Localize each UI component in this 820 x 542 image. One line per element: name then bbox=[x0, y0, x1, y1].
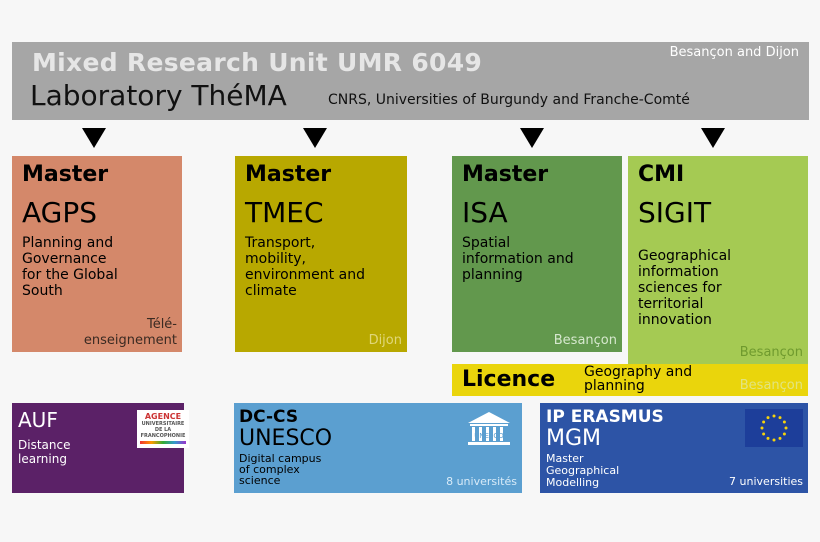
program-location: Dijon bbox=[368, 333, 402, 348]
program-location: Besançon bbox=[739, 378, 803, 393]
partner-kind: DC-CS bbox=[239, 407, 299, 427]
arrow-down-icon bbox=[520, 128, 544, 148]
arrow-down-icon bbox=[82, 128, 106, 148]
program-code: ISA bbox=[462, 196, 508, 229]
location-text: Besançon and Dijon bbox=[669, 45, 799, 60]
svg-text:UNESCO: UNESCO bbox=[474, 432, 504, 440]
partner-count: 8 universités bbox=[446, 475, 517, 488]
lab-header: Mixed Research Unit UMR 6049 Laboratory … bbox=[12, 42, 809, 120]
program-location: Télé-enseignement bbox=[83, 317, 177, 348]
program-kind: Master bbox=[22, 162, 109, 187]
program-kind: Master bbox=[462, 162, 549, 187]
partner-count: 7 universities bbox=[729, 475, 803, 488]
unit-title: Mixed Research Unit UMR 6049 bbox=[32, 48, 483, 77]
lab-title: Laboratory ThéMA bbox=[30, 79, 287, 112]
program-kind: Licence bbox=[462, 367, 556, 392]
program-code: AGPS bbox=[22, 196, 98, 229]
partner-code: UNESCO bbox=[239, 426, 333, 451]
eu-flag-icon bbox=[745, 409, 803, 447]
arrow-down-icon bbox=[701, 128, 725, 148]
unesco-temple-icon: UNESCO bbox=[468, 412, 510, 445]
partner-kind: IP ERASMUS bbox=[546, 407, 664, 427]
auf-logo: AGENCE UNIVERSITAIRE DE LA FRANCOPHONIE bbox=[137, 410, 189, 448]
program-tmec: Master TMEC Transport,mobility, environm… bbox=[235, 156, 407, 352]
partner-kind: AUF bbox=[18, 408, 58, 432]
program-location: Besançon bbox=[739, 345, 803, 360]
program-location: Besançon bbox=[553, 333, 617, 348]
program-code: SIGIT bbox=[638, 196, 712, 229]
program-code: TMEC bbox=[245, 196, 324, 229]
partner-code: MGM bbox=[546, 426, 602, 451]
arrow-down-icon bbox=[303, 128, 327, 148]
affiliation-text: CNRS, Universities of Burgundy and Franc… bbox=[328, 92, 690, 108]
program-kind: CMI bbox=[638, 162, 685, 187]
program-kind: Master bbox=[245, 162, 332, 187]
